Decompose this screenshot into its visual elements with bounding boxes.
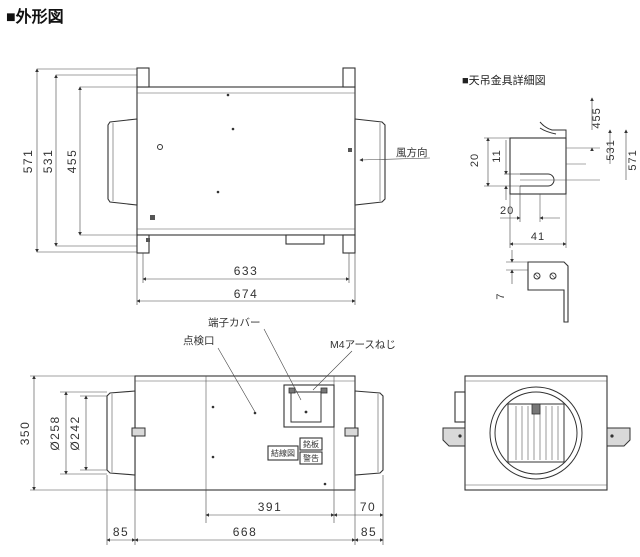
dim-455-top: 455 xyxy=(65,149,79,174)
inspection-port-label: 点検口 xyxy=(183,334,215,347)
top-body xyxy=(136,86,356,236)
detail-bracket xyxy=(509,137,567,195)
dim-391: 391 xyxy=(258,500,283,514)
earth-screw-label: M4アースねじ xyxy=(330,339,396,351)
detail-dim-7: 7 xyxy=(495,292,507,299)
top-bracket-tr xyxy=(342,67,356,88)
airflow-label: 風方向 xyxy=(396,146,428,159)
front-bracket-right xyxy=(344,427,359,437)
front-view: 結線図 銘板 警告 端子カバー 点検口 M4アースねじ 350 Ø258 Ø24… xyxy=(18,316,396,545)
front-duct-left xyxy=(106,390,136,476)
wiring-diagram-box xyxy=(267,445,299,461)
side-view xyxy=(442,375,631,491)
top-view: 571 531 455 633 674 風方向 xyxy=(21,67,431,305)
side-bracket-right xyxy=(606,427,631,447)
dim-242: Ø242 xyxy=(68,415,82,450)
dim-668: 668 xyxy=(233,525,258,539)
dim-85-right: 85 xyxy=(361,525,377,539)
detail-dim-20-v: 20 xyxy=(469,153,481,167)
detail-bracket-side xyxy=(527,261,569,323)
side-bracket-left xyxy=(442,427,466,447)
top-bracket-tl xyxy=(136,67,150,88)
side-duct-outer xyxy=(489,386,583,480)
dim-674: 674 xyxy=(234,287,259,301)
dim-70: 70 xyxy=(360,500,376,514)
drawing-title: ■外形図 xyxy=(6,7,64,26)
nameplate-box xyxy=(299,437,323,451)
dim-350: 350 xyxy=(18,421,32,446)
dim-571-top: 571 xyxy=(21,149,35,174)
dim-633: 633 xyxy=(234,264,259,278)
detail-dim-531: 531 xyxy=(605,139,617,160)
detail-dim-41: 41 xyxy=(531,231,545,243)
bracket-detail: ■天吊金具詳細図 455 531 571 20 11 20 xyxy=(462,73,639,323)
front-duct-right xyxy=(354,390,384,476)
detail-title: ■天吊金具詳細図 xyxy=(462,73,546,87)
side-duct-inner xyxy=(494,391,578,475)
top-duct-right xyxy=(354,118,386,206)
top-bracket-bl xyxy=(136,234,150,254)
front-bracket-left xyxy=(131,427,146,437)
nameplate-label: 銘板 xyxy=(303,439,319,449)
side-body xyxy=(464,375,608,491)
top-terminal-box xyxy=(285,234,325,245)
warning-label: 警告 xyxy=(303,453,319,463)
detail-dim-571: 571 xyxy=(627,149,639,170)
detail-dim-11: 11 xyxy=(491,149,503,162)
side-tab-left xyxy=(454,391,466,423)
wiring-diagram-label: 結線図 xyxy=(271,448,295,458)
top-duct-left xyxy=(107,118,138,206)
warning-box xyxy=(299,451,323,465)
dim-85-left: 85 xyxy=(113,525,129,539)
detail-dim-455: 455 xyxy=(591,107,603,128)
top-bracket-br xyxy=(342,234,356,254)
dim-258: Ø258 xyxy=(48,415,62,450)
dim-531-top: 531 xyxy=(41,149,55,174)
detail-dim-20-h: 20 xyxy=(500,205,514,217)
terminal-cover-label: 端子カバー xyxy=(208,316,261,329)
